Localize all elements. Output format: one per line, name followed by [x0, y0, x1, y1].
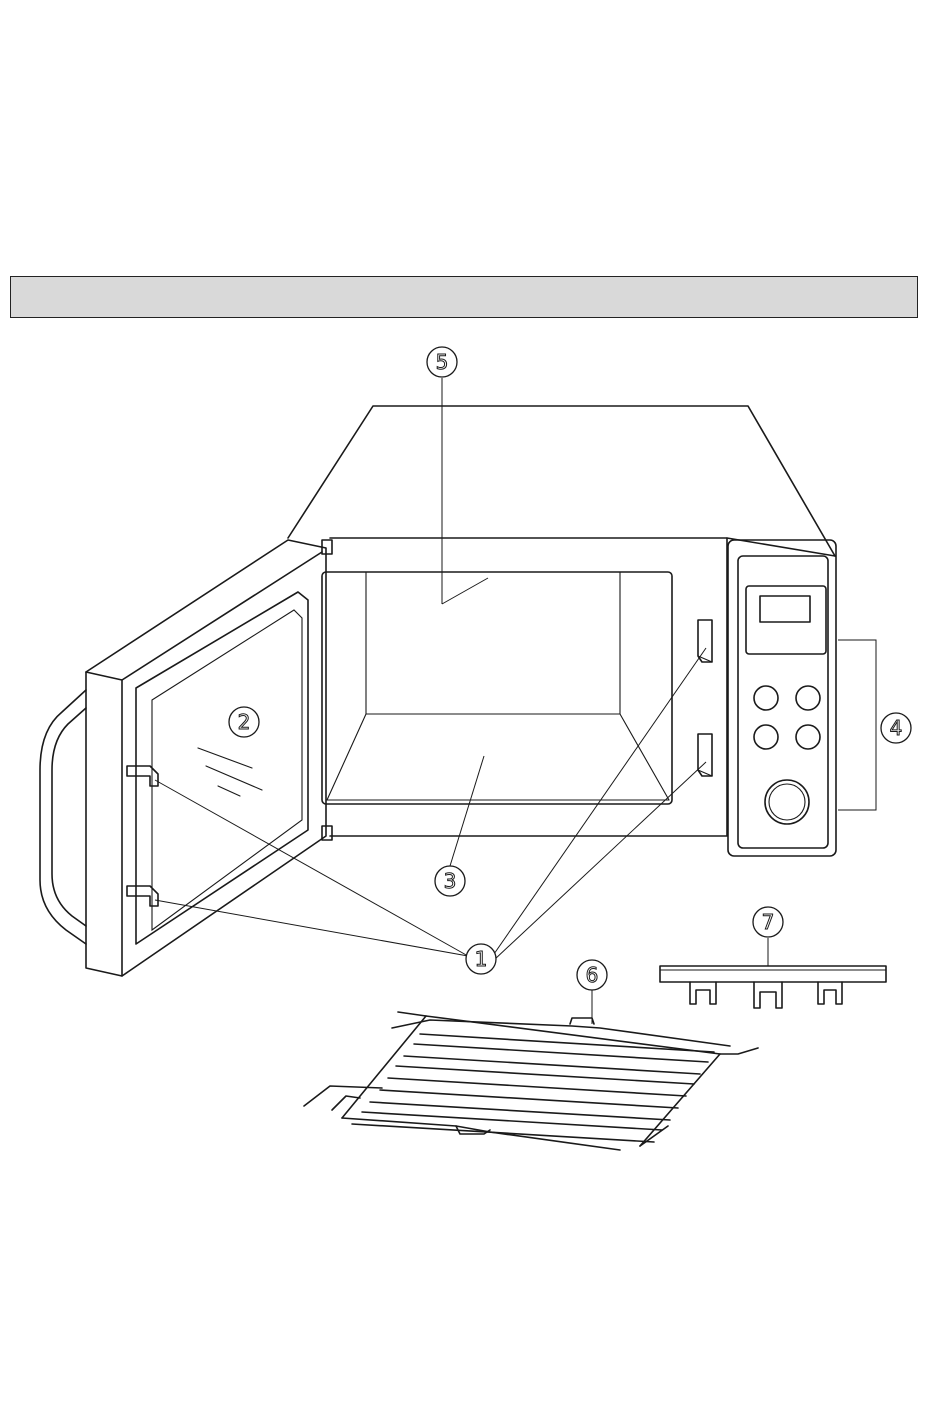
control-panel-bracket [838, 640, 876, 810]
svg-text:3: 3 [444, 869, 457, 893]
control-knob [765, 780, 809, 824]
svg-text:2: 2 [238, 710, 251, 734]
leader-1b [155, 900, 468, 956]
oven-cavity [322, 572, 672, 804]
control-button-2 [796, 686, 820, 710]
leader-3 [450, 756, 484, 866]
control-button-1 [754, 686, 778, 710]
leader-1a [155, 780, 468, 956]
callout-3: 3 [435, 866, 465, 896]
control-button-3 [754, 725, 778, 749]
svg-text:7: 7 [762, 910, 775, 934]
callout-7: 7 [753, 907, 783, 937]
svg-text:1: 1 [475, 947, 488, 971]
callout-5: 5 [427, 347, 457, 377]
control-button-4 [796, 725, 820, 749]
cabinet-latch-lower [698, 734, 712, 776]
leader-1d [494, 762, 706, 960]
svg-text:5: 5 [436, 350, 449, 374]
cabinet-front [330, 538, 835, 836]
leader-1c [494, 648, 706, 954]
callout-4: 4 [881, 713, 911, 743]
cabinet-top [288, 406, 835, 556]
rack-holder [660, 966, 886, 1008]
callout-6: 6 [577, 960, 607, 990]
svg-text:4: 4 [890, 716, 903, 740]
display-screen [760, 596, 810, 622]
door [40, 540, 332, 976]
callout-1: 1 [466, 944, 496, 974]
svg-text:6: 6 [586, 963, 599, 987]
callout-2: 2 [229, 707, 259, 737]
control-panel [728, 540, 836, 856]
wire-rack [304, 1012, 758, 1150]
